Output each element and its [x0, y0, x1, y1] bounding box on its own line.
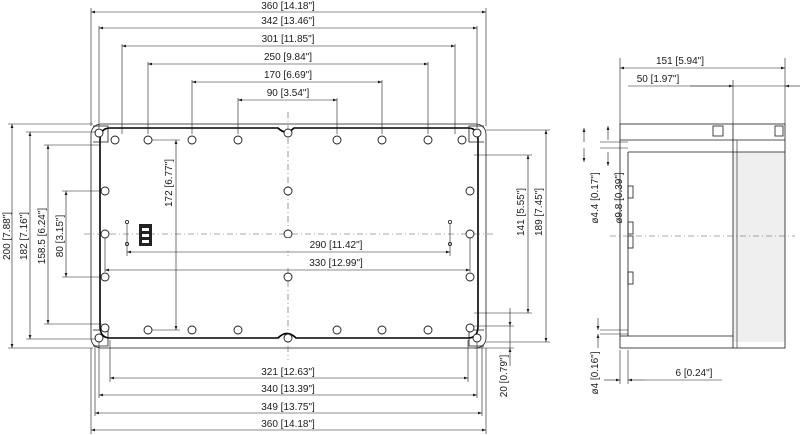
screw-hole — [110, 135, 120, 145]
side-rib — [627, 271, 634, 285]
screw-hole — [457, 135, 467, 145]
dim-250: 250 [9.84"] — [264, 52, 312, 63]
dim-depth-151: 151 [5.94"] — [656, 56, 704, 67]
dim-6: 6 [0.24"] — [676, 368, 713, 379]
screw-hole — [233, 325, 243, 335]
lid-contour — [99, 127, 479, 339]
interior-vertical-dimension: 172 [6.77"] — [152, 139, 180, 331]
dim-dia-4: ø4 [0.16"] — [590, 351, 601, 394]
screw-hole — [377, 325, 387, 335]
screw-hole — [423, 325, 433, 335]
dim-340: 340 [13.39"] — [261, 384, 315, 395]
dim-182: 182 [7.16"] — [19, 212, 30, 260]
side-view: 151 [5.94"] 50 [1.97"] ø4.4 [0.17"] ø9.8… — [582, 56, 800, 395]
screw-hole — [465, 323, 475, 333]
dim-overall-width-bottom: 360 [14.18"] — [261, 419, 315, 430]
brand-logo — [139, 224, 152, 246]
dim-depth-50: 50 [1.97"] — [637, 74, 680, 85]
screw-hole — [283, 272, 293, 282]
dim-dia-4-4: ø4.4 [0.17"] — [590, 172, 601, 224]
screw-holes — [94, 128, 482, 343]
mounting-point — [447, 219, 452, 224]
right-dimensions: 141 [5.55"] 189 [7.45"] 20 [0.79"] — [474, 129, 550, 398]
corner-ear — [468, 329, 484, 347]
screw-hole — [283, 229, 293, 239]
dim-170: 170 [6.69"] — [264, 70, 312, 81]
dim-90: 90 [3.54"] — [267, 88, 310, 99]
dim-158-5: 158.5 [6.24"] — [37, 208, 48, 265]
screw-hole — [233, 135, 243, 145]
side-rib — [627, 185, 634, 199]
corner-ear — [468, 125, 484, 143]
enclosure-outline — [90, 123, 487, 349]
dim-172: 172 [6.77"] — [164, 159, 175, 207]
side-inner-profile — [627, 152, 733, 337]
corner-ear — [93, 329, 109, 347]
screw-hole — [472, 128, 482, 138]
screw-hole — [187, 135, 197, 145]
screw-hole — [283, 333, 293, 343]
dim-141: 141 [5.55"] — [516, 188, 527, 236]
side-body-shade — [733, 152, 785, 342]
screw-hole — [377, 135, 387, 145]
screw-hole — [143, 135, 153, 145]
dim-301: 301 [11.85"] — [262, 34, 315, 45]
bottom-dimensions: 321 [12.63"] 340 [13.39"] 349 [13.75"] 3… — [90, 340, 487, 434]
front-view: 360 [14.18"] 342 [13.46"] 301 [11.85"] 2… — [2, 1, 550, 434]
screw-hole — [143, 325, 153, 335]
dim-80: 80 [3.15"] — [55, 215, 66, 258]
left-dimensions: 200 [7.88"] 182 [7.16"] 158.5 [6.24"] 80… — [2, 123, 102, 349]
screw-hole — [94, 128, 104, 138]
screw-hole — [423, 135, 433, 145]
top-dimensions: 360 [14.18"] 342 [13.46"] 301 [11.85"] 2… — [90, 1, 487, 134]
dim-349: 349 [13.75"] — [261, 402, 315, 413]
dim-342: 342 [13.46"] — [261, 16, 315, 27]
screw-hole — [100, 186, 110, 196]
screw-hole — [472, 333, 482, 343]
side-rib — [627, 235, 634, 249]
screw-hole — [465, 272, 475, 282]
screw-hole — [465, 229, 475, 239]
screw-hole — [283, 186, 293, 196]
inner-dimensions: 290 [11.42"] 330 [12.99"] — [104, 224, 471, 272]
screw-hole — [465, 186, 475, 196]
side-rib — [627, 221, 634, 235]
dim-330: 330 [12.99"] — [309, 258, 363, 269]
dim-overall-width-top: 360 [14.18"] — [261, 1, 315, 12]
dim-20: 20 [0.79"] — [499, 355, 510, 398]
dim-321: 321 [12.63"] — [261, 367, 315, 378]
side-clip — [774, 125, 784, 137]
mounting-point — [125, 219, 130, 224]
screw-hole — [332, 135, 342, 145]
dim-189: 189 [7.45"] — [534, 188, 545, 236]
screw-hole — [332, 325, 342, 335]
screw-hole — [100, 272, 110, 282]
corner-ear — [93, 125, 109, 143]
dim-overall-height: 200 [7.88"] — [2, 212, 13, 260]
side-clip — [712, 125, 724, 137]
dim-290: 290 [11.42"] — [310, 240, 363, 251]
screw-hole — [187, 325, 197, 335]
screw-hole — [283, 128, 293, 138]
screw-hole — [100, 323, 110, 333]
dim-dia-9-8: ø9.8 [0.39"] — [614, 172, 625, 224]
screw-hole — [94, 333, 104, 343]
screw-hole — [100, 229, 110, 239]
